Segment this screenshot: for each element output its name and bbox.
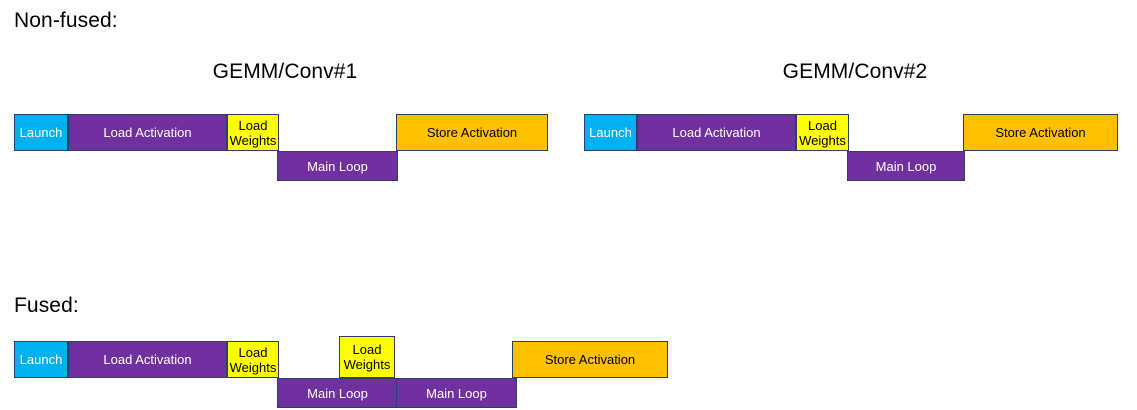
timeline-bar-launch: Launch bbox=[14, 341, 68, 378]
timeline-bar-main-loop: Main Loop bbox=[277, 151, 398, 181]
timeline-bar-main-loop: Main Loop bbox=[396, 378, 517, 408]
timeline-bar-load-activation: Load Activation bbox=[68, 341, 227, 378]
timeline-bar-launch: Launch bbox=[14, 114, 68, 151]
group-title-gemm-conv-2: GEMM/Conv#2 bbox=[782, 60, 928, 83]
timeline-bar-label: Store Activation bbox=[426, 125, 518, 140]
timeline-bar-label: Launch bbox=[19, 352, 63, 367]
timeline-bar-load-weights: Load Weights bbox=[227, 341, 279, 378]
group-title-gemm-conv-1: GEMM/Conv#1 bbox=[212, 60, 358, 83]
timeline-bar-label: Load Weights bbox=[229, 117, 277, 148]
timeline-bar-label: Store Activation bbox=[995, 125, 1086, 140]
timeline-bar-load-weights: Load Weights bbox=[339, 336, 395, 378]
timeline-bar-label: Store Activation bbox=[544, 352, 636, 367]
section-label-fused: Fused: bbox=[14, 294, 79, 317]
timeline-bar-label: Launch bbox=[19, 125, 63, 140]
timeline-bar-label: Launch bbox=[589, 125, 632, 140]
timeline-bar-label: Load Activation bbox=[672, 125, 761, 140]
timeline-bar-store-activation: Store Activation bbox=[963, 114, 1118, 151]
timeline-bar-label: Load Activation bbox=[103, 352, 192, 367]
section-label-non-fused: Non-fused: bbox=[14, 9, 118, 32]
timeline-bar-label: Load Weights bbox=[229, 344, 277, 375]
timeline-bar-store-activation: Store Activation bbox=[396, 114, 548, 151]
timeline-bar-label: Main Loop bbox=[426, 385, 487, 401]
timeline-bar-store-activation: Store Activation bbox=[512, 341, 668, 378]
timeline-bar-load-activation: Load Activation bbox=[637, 114, 796, 151]
timeline-bar-label: Load Activation bbox=[103, 125, 192, 140]
timeline-bar-label: Main Loop bbox=[307, 158, 368, 174]
timeline-bar-load-activation: Load Activation bbox=[68, 114, 227, 151]
timeline-bar-label: Load Weights bbox=[799, 117, 846, 148]
timeline-bar-load-weights: Load Weights bbox=[796, 114, 849, 151]
timeline-bar-launch: Launch bbox=[584, 114, 637, 151]
timeline-bar-load-weights: Load Weights bbox=[227, 114, 279, 151]
timeline-bar-label: Load Weights bbox=[343, 342, 391, 372]
timeline-bar-main-loop: Main Loop bbox=[847, 151, 965, 181]
timeline-bar-label: Main Loop bbox=[307, 385, 368, 401]
timeline-bar-main-loop: Main Loop bbox=[277, 378, 398, 408]
timeline-bar-label: Main Loop bbox=[875, 158, 937, 174]
